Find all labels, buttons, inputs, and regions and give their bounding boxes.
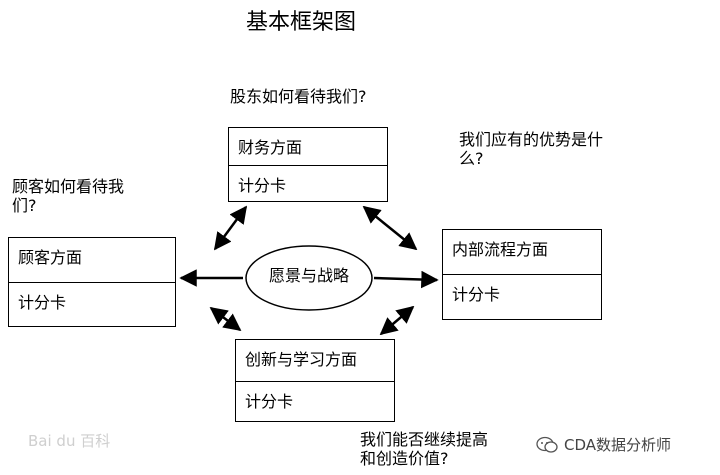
internal-process-card-header: 内部流程方面 bbox=[443, 230, 601, 275]
finance-card: 财务方面 计分卡 bbox=[228, 127, 388, 202]
finance-card-header: 财务方面 bbox=[229, 128, 387, 166]
wechat-icon bbox=[536, 436, 558, 453]
arrow-finance-customer bbox=[213, 205, 248, 251]
cda-watermark-text: CDA数据分析师 bbox=[564, 436, 672, 454]
arrow-to-internal-process bbox=[373, 270, 439, 289]
internal-process-card: 内部流程方面 计分卡 bbox=[442, 229, 602, 320]
customer-question: 顾客如何看待我们? bbox=[12, 177, 125, 215]
vision-strategy-oval bbox=[245, 245, 373, 311]
learning-card-header: 创新与学习方面 bbox=[236, 340, 394, 382]
learning-card-body: 计分卡 bbox=[245, 392, 294, 411]
internal-process-card-body: 计分卡 bbox=[452, 285, 501, 304]
cda-watermark: CDA数据分析师 bbox=[536, 434, 671, 455]
diagram-title: 基本框架图 bbox=[246, 10, 357, 35]
arrow-internal-process-learning bbox=[379, 305, 415, 336]
vision-strategy-label: 愿景与战略 bbox=[268, 266, 349, 285]
learning-card: 创新与学习方面 计分卡 bbox=[235, 339, 395, 422]
arrow-customer-learning bbox=[209, 306, 242, 332]
shareholder-question: 股东如何看待我们? bbox=[230, 87, 367, 106]
baidu-watermark: Bai du 百科 bbox=[28, 432, 111, 450]
advantage-question: 我们应有的优势是什么? bbox=[459, 130, 604, 168]
customer-card-body: 计分卡 bbox=[18, 293, 67, 312]
arrow-finance-internal-process bbox=[362, 205, 418, 251]
customer-card: 顾客方面 计分卡 bbox=[8, 237, 176, 327]
finance-card-body: 计分卡 bbox=[238, 176, 287, 195]
innovation-question: 我们能否继续提高和创造价值? bbox=[360, 430, 489, 468]
customer-card-header: 顾客方面 bbox=[9, 238, 175, 283]
